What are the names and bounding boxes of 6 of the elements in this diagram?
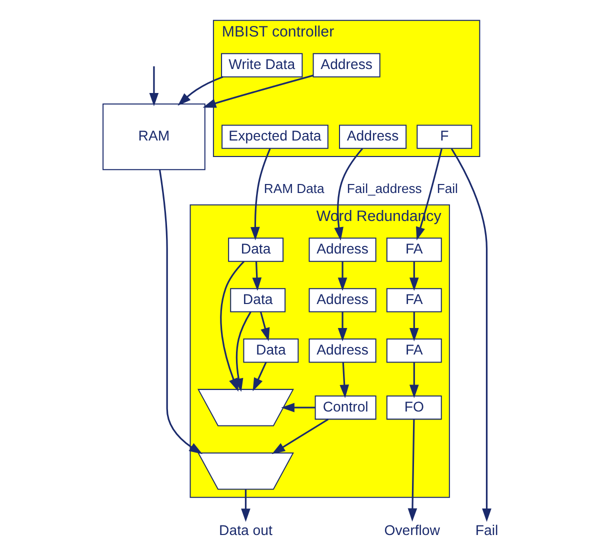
node-text: Fail bbox=[474, 522, 498, 538]
edge-label: Fail bbox=[436, 181, 458, 196]
edge-label: RAM Data bbox=[263, 181, 324, 196]
edge-label: Fail_address bbox=[346, 181, 422, 196]
node-text: Data out bbox=[218, 522, 272, 538]
node-text: Overflow bbox=[384, 522, 440, 538]
